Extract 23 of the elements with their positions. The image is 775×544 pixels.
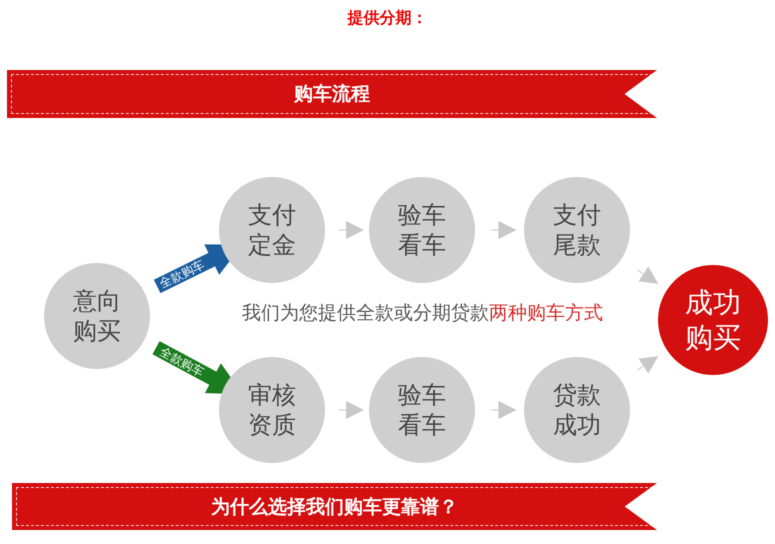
step-label: 验车看车 — [396, 200, 447, 260]
chevron-arrow — [491, 401, 516, 419]
step-label: 支付定金 — [246, 200, 297, 260]
ribbon-banner — [12, 483, 657, 530]
chevron-arrow — [338, 401, 364, 419]
chevron-arrow — [338, 221, 364, 239]
chevron-arrow — [491, 221, 516, 239]
slogan-text: 我们为您提供全款或分期贷款 — [242, 302, 489, 324]
ribbon-banner — [7, 70, 657, 118]
chevron-arrow — [637, 356, 658, 374]
banner-heading: 购车流程 — [294, 82, 370, 107]
slogan-text: 两种购车方式 — [489, 302, 603, 324]
edge-label: 全款购车 — [156, 343, 208, 381]
step-label: 审核资质 — [246, 380, 297, 440]
step-label: 支付尾款 — [552, 200, 602, 260]
banner-heading: 为什么选择我们购车更靠谱？ — [211, 494, 458, 520]
step-label: 贷款成功 — [552, 380, 602, 440]
step-label: 意向购买 — [72, 286, 122, 346]
step-label: 成功购买 — [684, 285, 742, 355]
chevron-arrow — [637, 266, 658, 284]
page-title: 提供分期： — [346, 8, 428, 29]
step-label: 验车看车 — [396, 380, 447, 440]
edge-label: 全款购车 — [156, 256, 208, 293]
